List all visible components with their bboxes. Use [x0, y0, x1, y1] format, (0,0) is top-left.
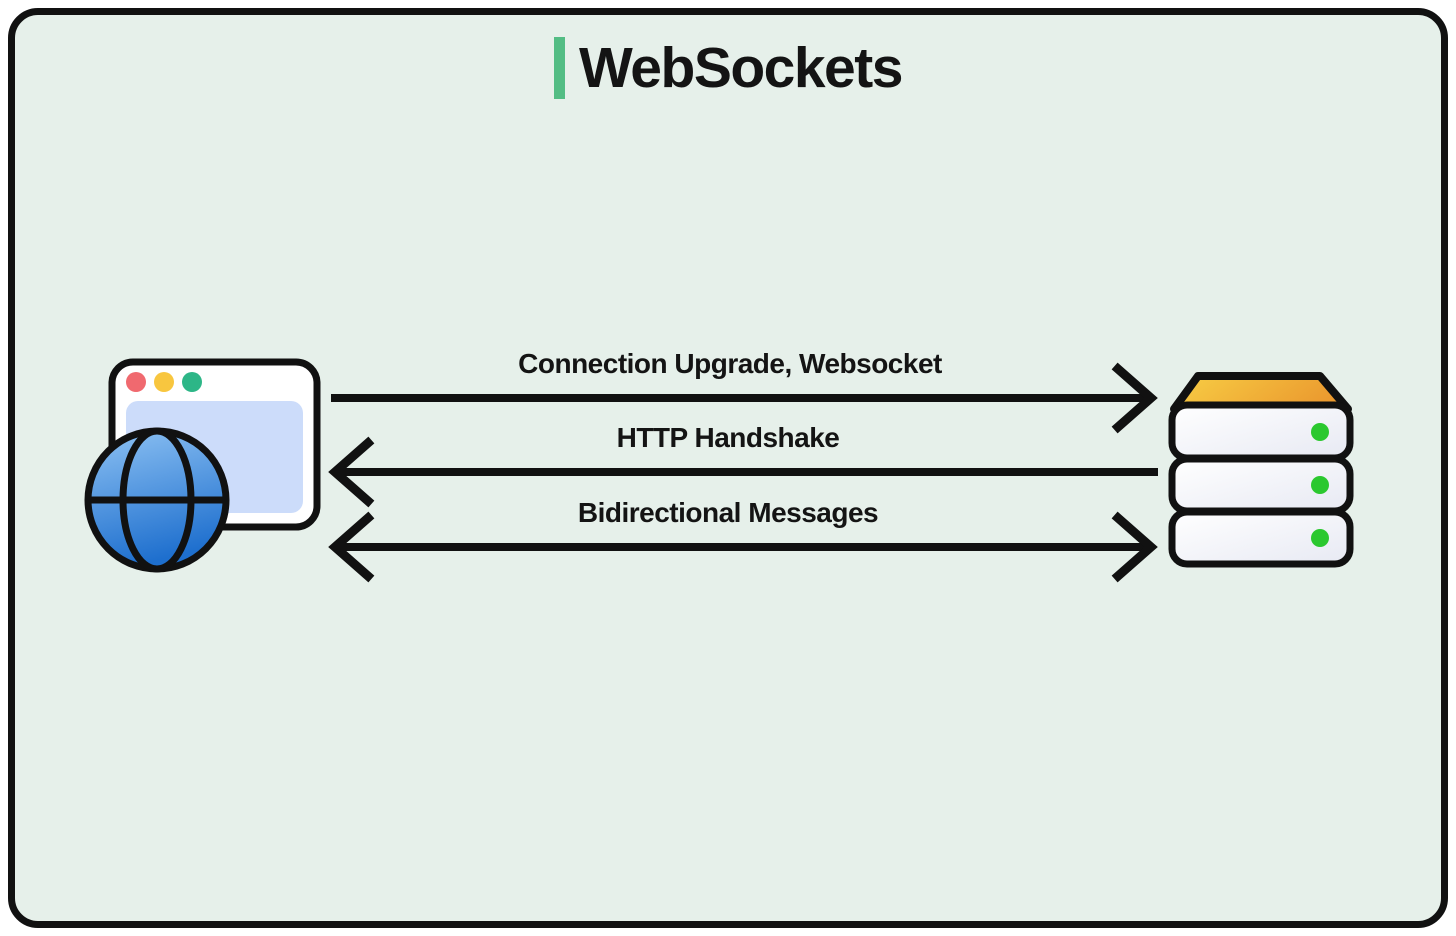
- server-status-dot-icon: [1311, 476, 1329, 494]
- arrowhead-right-icon: [1111, 362, 1158, 434]
- arrow-server-to-client: [328, 436, 1158, 508]
- browser-globe-icon: [84, 358, 321, 573]
- diagram-card: WebSockets: [8, 8, 1448, 928]
- traffic-light-yellow-icon: [154, 372, 174, 392]
- message-label-http-handshake: HTTP Handshake: [617, 422, 840, 453]
- arrow-bidirectional: [328, 511, 1158, 583]
- title-accent-bar: [554, 37, 566, 99]
- websockets-diagram: Connection Upgrade, Websocket HTTP Hands…: [84, 348, 1354, 583]
- server-status-dot-icon: [1311, 529, 1329, 547]
- server-status-dot-icon: [1311, 423, 1329, 441]
- server-stack-icon: [1168, 372, 1354, 568]
- message-label-bidirectional-messages: Bidirectional Messages: [578, 497, 878, 528]
- traffic-light-red-icon: [126, 372, 146, 392]
- arrowhead-right-icon: [1111, 511, 1158, 583]
- message-arrows: [328, 362, 1158, 583]
- globe-icon: [84, 427, 230, 573]
- traffic-light-green-icon: [182, 372, 202, 392]
- title-block: WebSockets: [15, 37, 1441, 99]
- server-layer-3: [1168, 508, 1354, 568]
- page-title: WebSockets: [579, 35, 903, 100]
- message-label-connection-upgrade: Connection Upgrade, Websocket: [518, 348, 942, 379]
- arrowhead-left-icon: [328, 511, 375, 583]
- arrowhead-left-icon: [328, 436, 375, 508]
- arrow-client-to-server: [331, 362, 1158, 434]
